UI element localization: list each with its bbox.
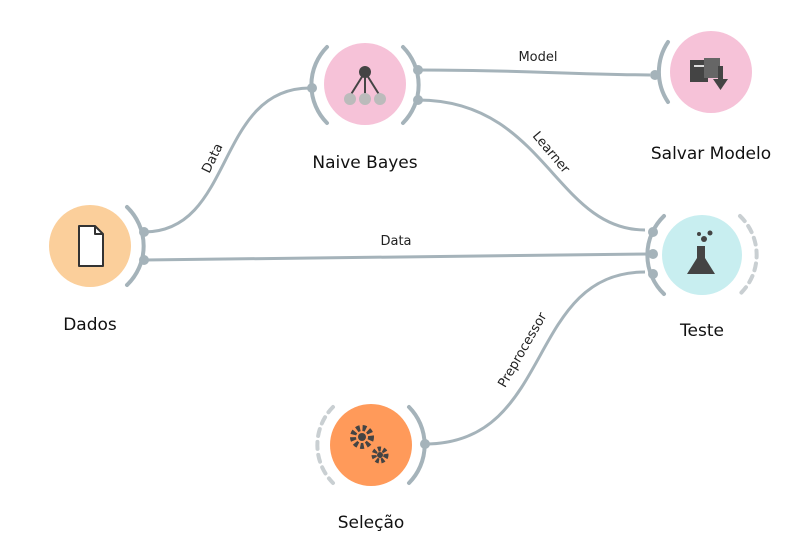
node-title-salvar-modelo: Salvar Modelo <box>651 144 771 164</box>
input-port[interactable] <box>650 70 660 80</box>
link-naive-bayes-salvar-modelo[interactable] <box>417 68 651 77</box>
node-title-dados: Dados <box>63 315 117 335</box>
link-label-dados-naive-bayes: Data <box>199 141 226 175</box>
output-port[interactable] <box>420 439 430 449</box>
output-port[interactable] <box>139 227 149 237</box>
input-bracket-dashed <box>315 405 335 485</box>
input-bracket <box>656 40 670 104</box>
output-bracket <box>125 205 146 287</box>
node-naive-bayes[interactable]: Naive Bayes <box>307 43 423 173</box>
output-port[interactable] <box>413 65 423 75</box>
output-bracket-dashed <box>738 214 759 296</box>
gears-icon <box>350 425 389 464</box>
input-port[interactable] <box>648 269 658 279</box>
file-icon <box>78 225 104 267</box>
input-port[interactable] <box>648 249 658 259</box>
link-selecao-teste[interactable] <box>423 270 647 446</box>
hierarchy-icon <box>344 66 386 105</box>
node-title-teste: Teste <box>679 321 724 341</box>
boxes-download-icon <box>690 58 728 90</box>
node-dados[interactable]: Dados <box>49 205 149 335</box>
output-bracket <box>401 45 421 125</box>
flask-icon <box>687 230 715 274</box>
links <box>142 68 651 446</box>
node-selecao-circle[interactable] <box>330 404 412 486</box>
link-dados-naive-bayes[interactable] <box>142 86 312 234</box>
node-teste[interactable]: Teste <box>645 214 759 341</box>
output-port[interactable] <box>413 95 423 105</box>
input-port[interactable] <box>307 83 317 93</box>
link-label-model: Model <box>518 50 557 65</box>
output-port[interactable] <box>139 255 149 265</box>
link-naive-bayes-teste[interactable] <box>416 98 647 232</box>
node-title-naive-bayes: Naive Bayes <box>312 153 417 173</box>
node-selecao[interactable]: Seleção <box>315 404 430 533</box>
input-port[interactable] <box>648 227 658 237</box>
input-bracket <box>645 214 666 296</box>
node-salvar-modelo[interactable]: Salvar Modelo <box>650 31 771 164</box>
link-dados-teste[interactable] <box>143 252 651 262</box>
link-label-dados-teste: Data <box>380 234 411 249</box>
node-title-selecao: Seleção <box>338 513 405 533</box>
